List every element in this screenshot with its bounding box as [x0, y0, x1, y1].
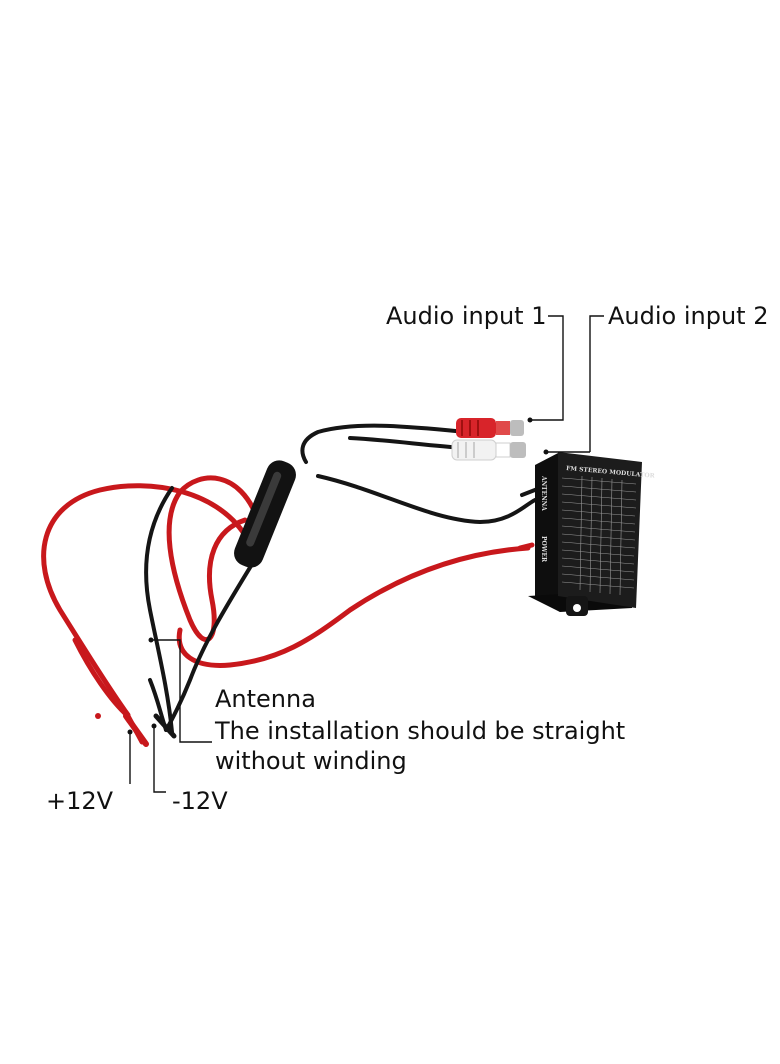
device-side-label-power: POWER	[540, 536, 547, 563]
black-antenna-lead	[164, 546, 264, 732]
label-plus-12v: +12V	[46, 787, 114, 815]
frequency-table	[561, 475, 637, 596]
red-wire-loop-2	[166, 475, 261, 643]
label-audio-input-1: Audio input 1	[386, 302, 546, 330]
rca-plug-red	[456, 418, 524, 438]
device-stub-lower	[517, 542, 535, 551]
red-wire-loop	[41, 483, 251, 718]
rca-plug-white	[451, 439, 526, 461]
device-side-label-antenna: ANTENNA	[540, 475, 547, 511]
black-wire-loop	[144, 486, 174, 734]
label-antenna: Antenna	[215, 685, 316, 713]
wires	[41, 423, 542, 745]
leader-lines	[127, 315, 604, 793]
label-antenna-note-2: without winding	[215, 747, 407, 775]
red-power-wire	[176, 545, 531, 668]
black-cable-rca	[300, 423, 470, 464]
label-minus-12v: -12V	[172, 787, 228, 815]
label-audio-input-2: Audio input 2	[608, 302, 768, 330]
black-cable-rca-2	[348, 436, 468, 450]
inline-splitter	[234, 460, 296, 568]
terminals	[95, 713, 177, 747]
black-cable-device	[316, 474, 537, 524]
fm-modulator-device: FM STEREO MODULATOR ANTENNA POWER	[528, 452, 656, 616]
label-antenna-note-1: The installation should be straight	[214, 717, 625, 745]
